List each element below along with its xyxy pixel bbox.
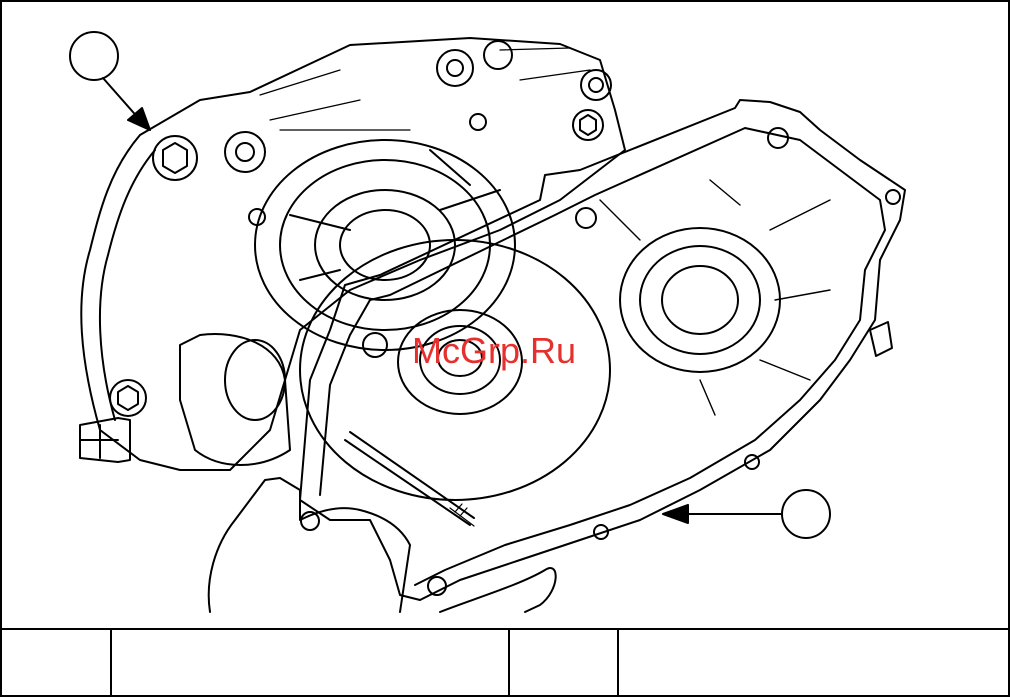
cover-hole [363,333,387,357]
shift-fork-rim [225,340,285,420]
bolt-hex [163,143,187,173]
front-bearing-outer [620,228,780,372]
bolt-hex [118,386,138,410]
hand-right [440,568,556,612]
dowel-pin [870,322,892,356]
cover-hole [768,128,788,148]
caption-cell [1,629,111,696]
cover-hole [886,190,900,204]
rear-housing-outline [81,38,625,470]
front-bearing-inner [662,266,738,334]
cover-hole [576,208,596,228]
bolt-head [484,41,512,69]
caption-cell [111,629,509,696]
front-bearing-race [640,246,760,354]
boss-hole [236,143,254,161]
shaft-stub-end [80,425,118,458]
boss-hole [447,60,463,76]
watermark-text: McGrp.Ru [412,330,576,372]
callout-2-circle [782,490,830,538]
boss-hole [470,114,486,130]
rear-rib-lines [260,48,590,130]
rear-rib [290,150,500,280]
front-cover-ribs [600,180,830,415]
caption-cell [509,629,618,696]
rear-bore-outer [255,140,515,350]
callout-1-circle [70,32,118,80]
shift-fork [180,334,290,465]
boss [225,132,265,172]
hand-left [209,478,410,612]
caption-table [0,628,1010,697]
bolt-hex [580,115,596,135]
rear-bore-inner [315,190,455,300]
front-cover-gasket [320,128,885,585]
boss [437,50,473,86]
boss-hole [589,78,603,92]
caption-cell [618,629,1009,696]
transmission-case-illustration [0,0,1010,628]
